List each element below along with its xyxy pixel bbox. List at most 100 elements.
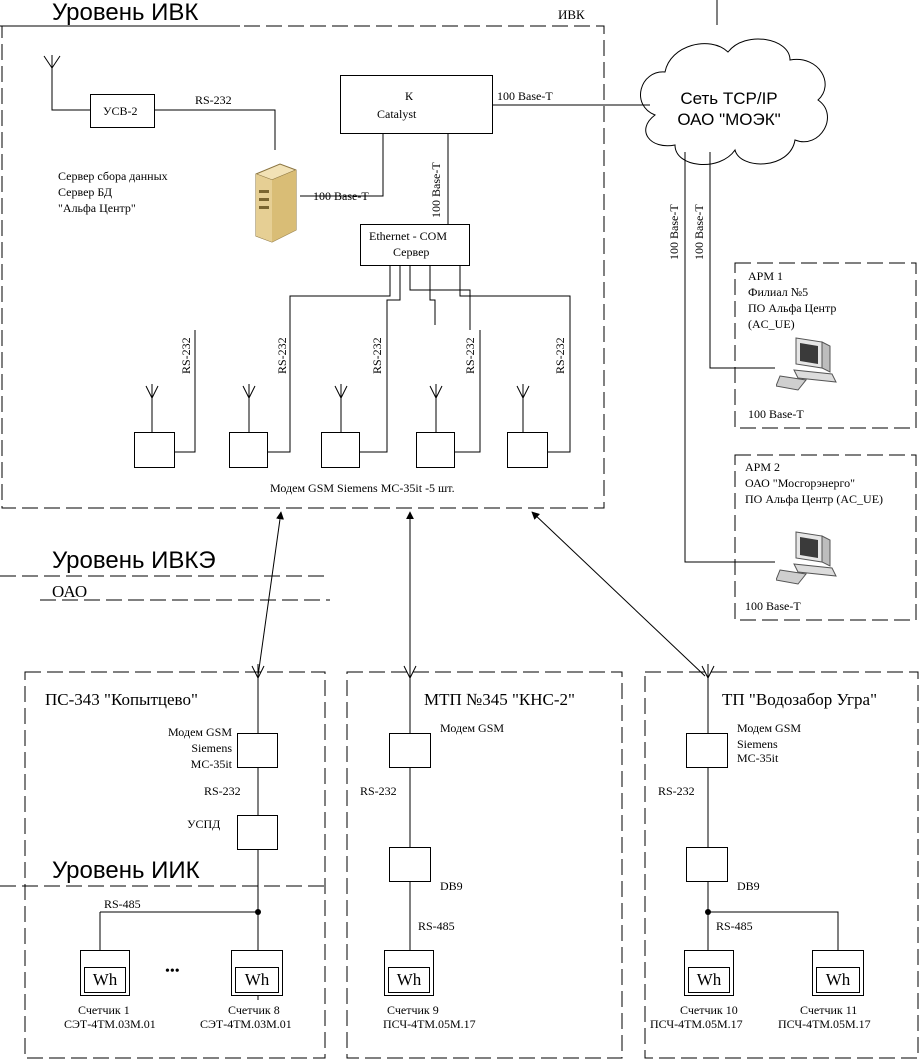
level-ivke-sub: ОАО (52, 582, 88, 601)
site1-meter2-model: СЭТ-4ТМ.03М.01 (200, 1017, 292, 1031)
server-line2: Сервер БД (58, 185, 113, 199)
site3-modem-line2: Siemens (737, 737, 778, 751)
site2-frame (346, 671, 623, 1059)
site3-modem-box (686, 733, 728, 768)
level-ivk-label: Уровень ИВК (52, 0, 199, 26)
site3-converter-box (686, 847, 728, 882)
modem-box-4 (416, 432, 455, 468)
arm1-frame (734, 262, 917, 429)
rs232-modem-3-label: RS-232 (370, 337, 384, 374)
cloud-shape (640, 38, 828, 165)
site2-rs232: RS-232 (360, 784, 397, 798)
site1-frame (24, 671, 326, 1059)
site3-meter2-wh: Wh (816, 967, 860, 993)
level-iik-label: Уровень ИИК (52, 857, 200, 884)
site2-converter-box (389, 847, 431, 882)
rs232-modem-1-label: RS-232 (179, 337, 193, 374)
site1-uspd-line1: УСПД (187, 817, 221, 831)
site3-modem-line3: MC-35it (737, 751, 779, 765)
site3-meter1-wh: Wh (688, 967, 730, 993)
ethernet-com-server-box: Ethernet - COM Сервер (360, 224, 470, 266)
site1-modem-line1: Модем GSM (167, 725, 232, 739)
site2-meter1-name: Счетчик 9 (387, 1003, 439, 1017)
switch-box: К Catalyst 2950 (340, 75, 493, 134)
eth-line1: Ethernet - COM (369, 229, 447, 243)
site2-modem-line1: Модем GSM (440, 721, 505, 735)
arm1-link: 100 Base-T (748, 407, 804, 421)
arm1-line3: ПО Альфа Центр (748, 301, 837, 315)
site1-modem-box (237, 733, 278, 768)
site1-meter1-model: СЭТ-4ТМ.03М.01 (64, 1017, 156, 1031)
site1-meter2-name: Счетчик 8 (228, 1003, 280, 1017)
level-ivke-label: Уровень ИВКЭ (52, 547, 216, 574)
site1-modem-line2: Siemens (191, 741, 232, 755)
site3-frame (644, 671, 919, 1059)
site1-meter1-name: Счетчик 1 (78, 1003, 130, 1017)
arm1-line2: Филиал №5 (748, 285, 809, 299)
site1-title: ПС-343 "Копытцево" (45, 690, 198, 709)
site2-title: МТП №345 "КНС-2" (424, 690, 575, 709)
cloud-line1: Сеть TCP/IP (680, 89, 778, 108)
modem-box-3 (321, 432, 360, 468)
site3-meter1-name: Счетчик 10 (680, 1003, 738, 1017)
site3-meter1-model: ПСЧ-4ТМ.05М.17 (650, 1017, 743, 1031)
arm1-feed-label: 100 Base-T (692, 204, 706, 260)
cloud-line2: ОАО "МОЭК" (677, 110, 781, 129)
arm2-frame (734, 454, 917, 621)
site1-rs232: RS-232 (204, 784, 241, 798)
site1-meter1-wh: Wh (84, 967, 126, 993)
site3-meter2-model: ПСЧ-4ТМ.05М.17 (778, 1017, 871, 1031)
server-line1: Сервер сбора данных (58, 169, 168, 183)
site1-meter2-wh: Wh (235, 967, 279, 993)
modem-box-1 (134, 432, 175, 468)
site2-meter1-wh: Wh (388, 967, 430, 993)
modem-box-5 (507, 432, 548, 468)
antenna-usv (43, 55, 61, 95)
site2-meter1-model: ПСЧ-4ТМ.05М.17 (383, 1017, 476, 1031)
ivk-corner-label: ИВК (558, 7, 585, 22)
usv-label: УСВ-2 (103, 104, 138, 118)
site1-meter1-box: Wh (80, 950, 130, 996)
rs232-modem-5-label: RS-232 (553, 337, 567, 374)
link-switch-cloud-label: 100 Base-T (497, 89, 553, 103)
arm2-link: 100 Base-T (745, 599, 801, 613)
arm2-line3: ПО Альфа Центр (AC_UE) (745, 492, 884, 506)
cloud-label: Сеть TCP/IP ОАО "МОЭК" (664, 88, 794, 130)
server-line3: "Альфа Центр" (58, 201, 136, 215)
arm1-computer-icon (775, 336, 840, 392)
link-switch-eth-label: 100 Base-T (429, 162, 443, 218)
site1-modem-line3: MC-35it (190, 757, 232, 771)
site3-rs232: RS-232 (658, 784, 695, 798)
arm2-computer-icon (775, 530, 840, 586)
ivk-frame (1, 25, 605, 509)
arm1-line4: (AC_UE) (748, 317, 795, 331)
rs485-junction-1 (255, 909, 261, 915)
eth-line2: Сервер (393, 245, 430, 259)
rs232-modem-4-label: RS-232 (463, 337, 477, 374)
site1-rs485: RS-485 (104, 897, 141, 911)
rs485-junction-3 (705, 909, 711, 915)
site3-db9: DB9 (737, 879, 760, 893)
site1-uspd-box (237, 815, 278, 850)
rs232-usv-label: RS-232 (195, 93, 232, 107)
link-switch-server-label: 100 Base-T (313, 189, 369, 203)
arm2-feed-label: 100 Base-T (667, 204, 681, 260)
switch-line1: К (405, 89, 414, 103)
rs232-modem-2-label: RS-232 (275, 337, 289, 374)
site2-modem-box (389, 733, 431, 768)
site2-rs485: RS-485 (418, 919, 455, 933)
modem-box-2 (229, 432, 268, 468)
site3-rs485: RS-485 (716, 919, 753, 933)
arm1-line1: АРМ 1 (748, 269, 784, 283)
server-icon (250, 162, 300, 247)
arm2-line2: ОАО "Мосгорэнерго" (745, 476, 856, 490)
site3-modem-line1: Модем GSM (737, 721, 802, 735)
site1-ellipsis: ••• (165, 964, 180, 979)
site3-title: ТП "Водозабор Угра" (722, 690, 878, 709)
usv-box: УСВ-2 (90, 94, 155, 128)
arm2-line1: АРМ 2 (745, 460, 781, 474)
site3-meter2-box: Wh (812, 950, 864, 996)
site2-meter1-box: Wh (384, 950, 434, 996)
